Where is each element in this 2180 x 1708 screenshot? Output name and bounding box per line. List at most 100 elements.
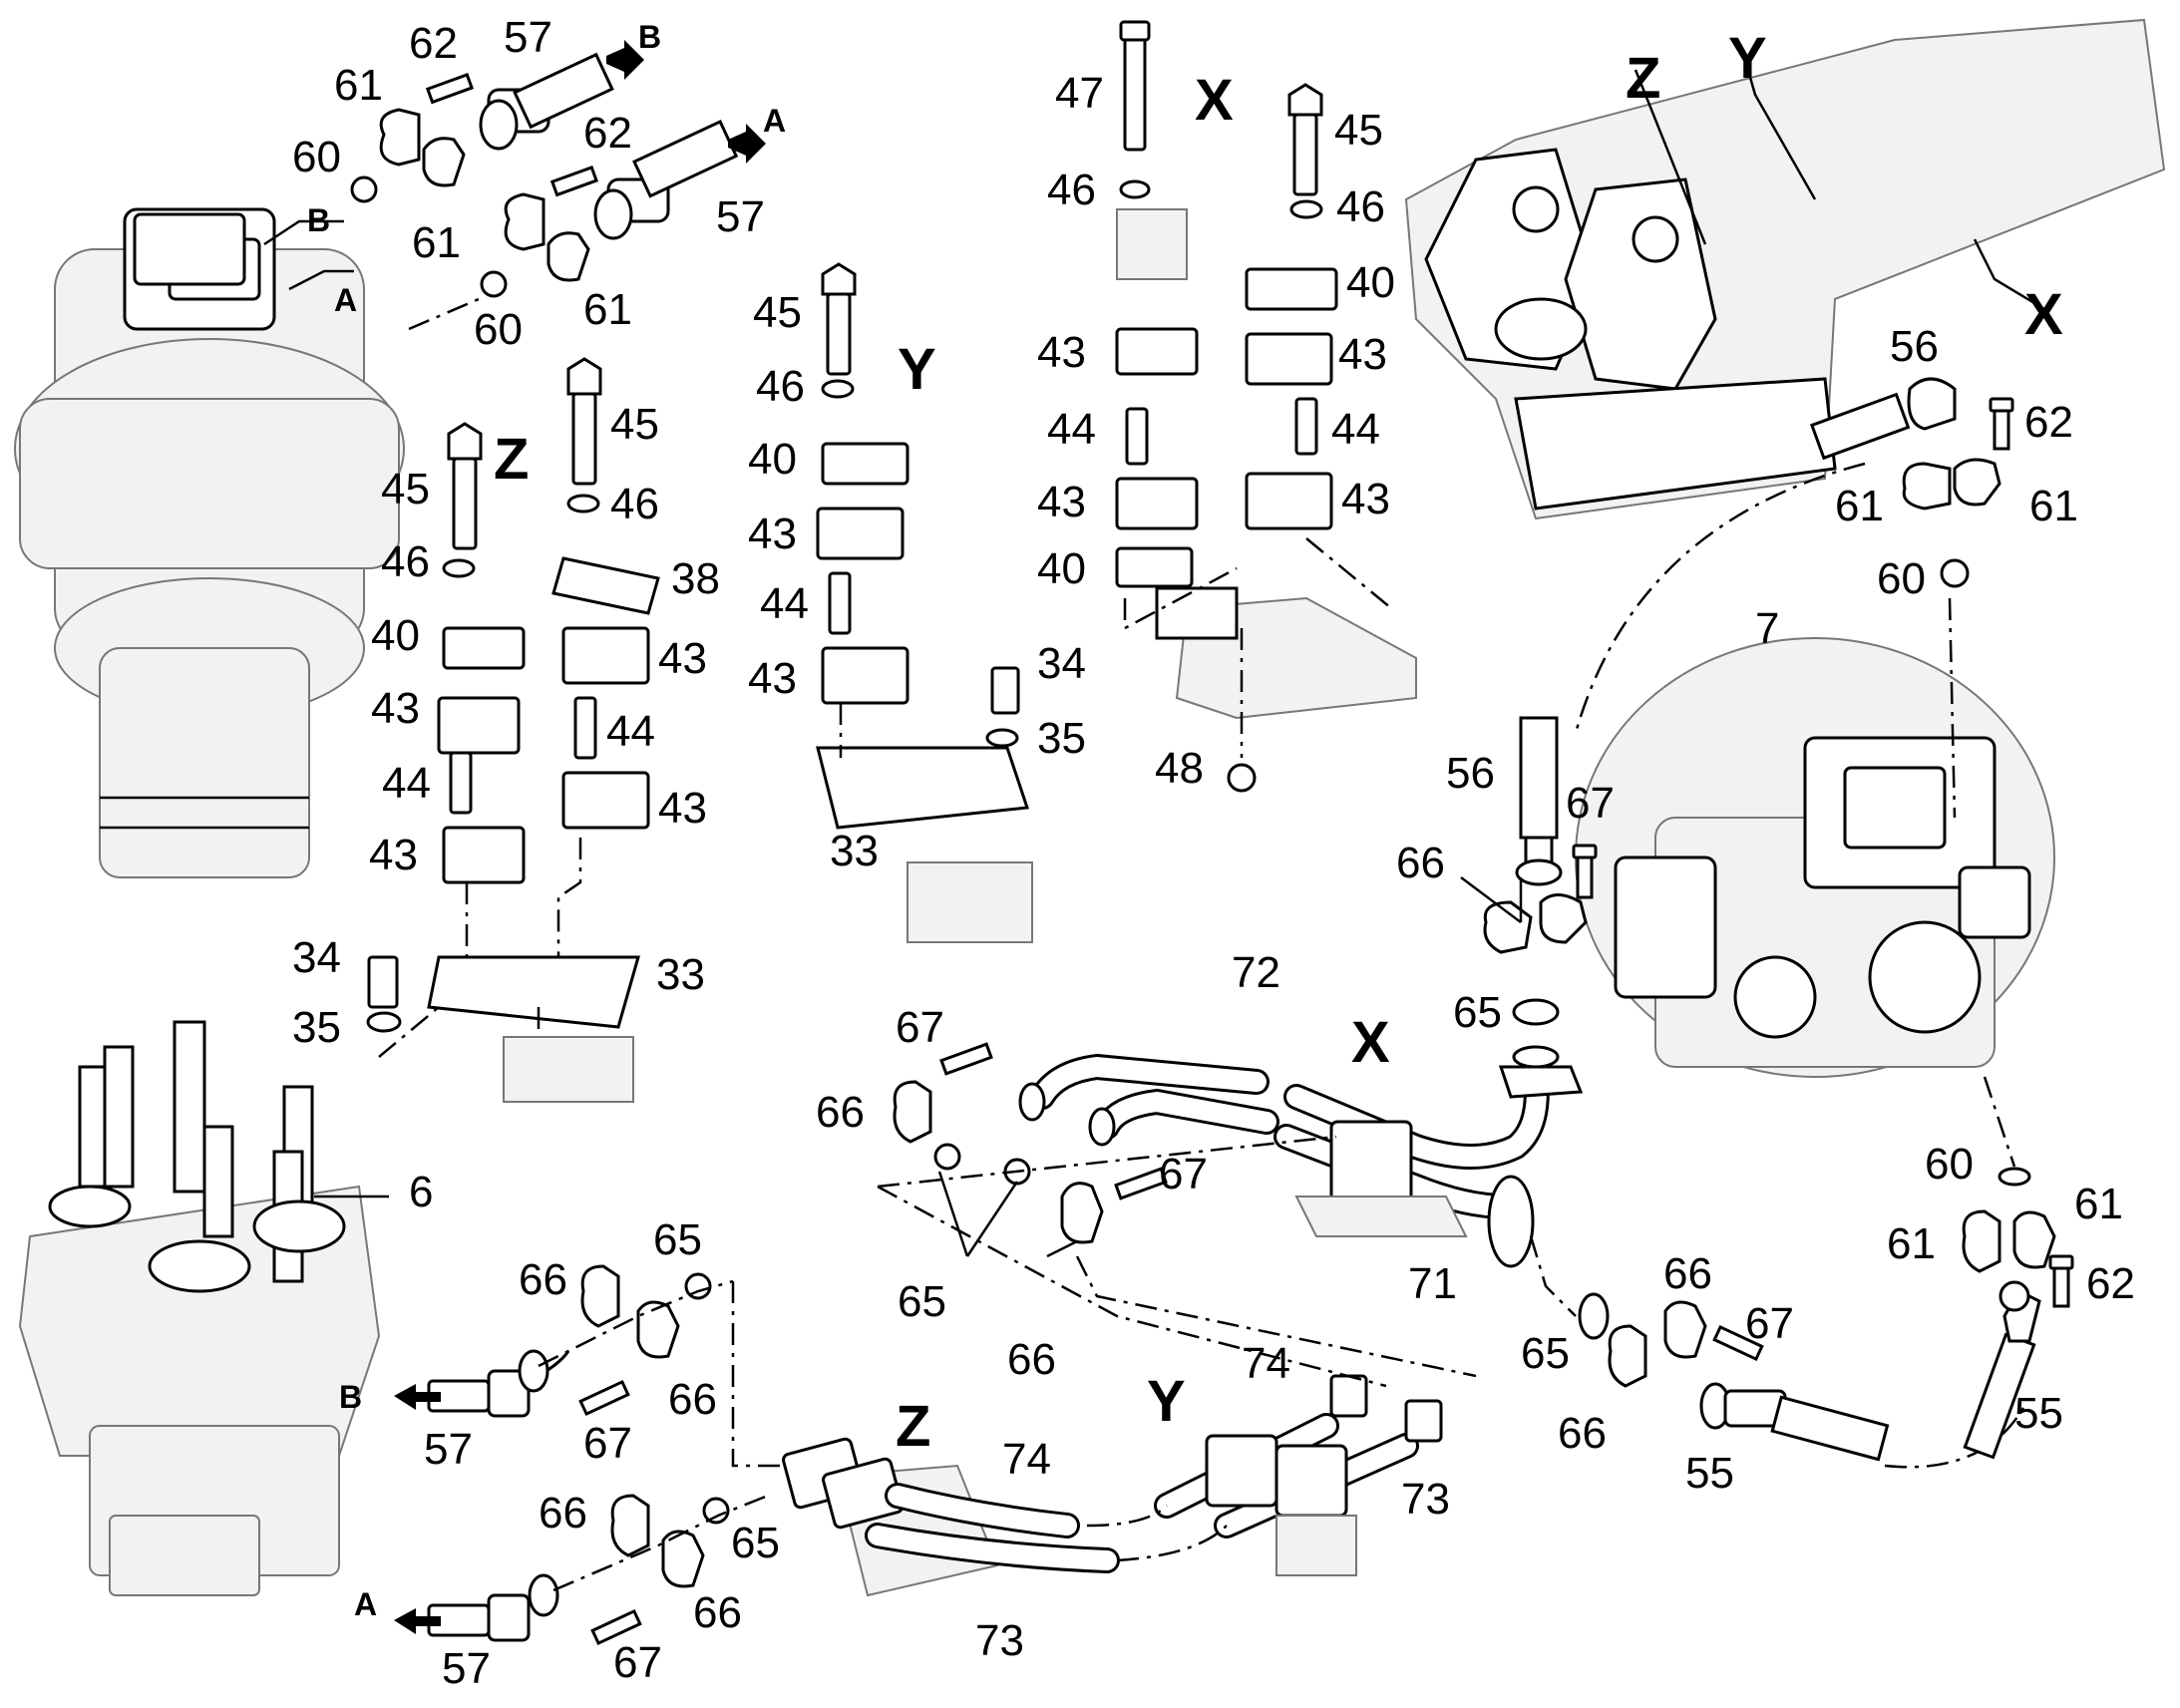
callout-65: 65 xyxy=(1521,1329,1570,1378)
callout-61: 61 xyxy=(583,285,632,334)
callout-57: 57 xyxy=(716,192,765,241)
callout-46: 46 xyxy=(381,537,430,586)
callout-43: 43 xyxy=(748,654,797,703)
callout-66: 66 xyxy=(1663,1249,1712,1298)
callout-65: 65 xyxy=(1453,988,1502,1037)
port-label-b-motor: B xyxy=(307,202,330,238)
callout-66: 66 xyxy=(539,1489,587,1537)
clamp-stack-z xyxy=(366,357,660,1103)
callout-73: 73 xyxy=(975,1616,1024,1665)
callout-44: 44 xyxy=(606,707,655,756)
callout-44: 44 xyxy=(1047,405,1096,454)
pump-illustration xyxy=(1575,637,2055,1078)
callout-71: 71 xyxy=(1408,1259,1457,1308)
callout-65: 65 xyxy=(653,1215,702,1264)
callout-43: 43 xyxy=(1341,475,1390,523)
callout-61: 61 xyxy=(1835,482,1884,530)
callout-67: 67 xyxy=(1566,779,1615,828)
callout-61: 61 xyxy=(334,61,383,110)
callout-67: 67 xyxy=(1159,1150,1208,1198)
arrow-b-bottom-icon xyxy=(394,1384,441,1410)
callout-33: 33 xyxy=(656,950,705,999)
control-valve-illustration xyxy=(18,1020,389,1596)
hose-56-assembly xyxy=(1460,377,2014,1026)
callout-35: 35 xyxy=(1037,714,1086,763)
callout-66: 66 xyxy=(519,1255,567,1304)
callout-43: 43 xyxy=(1037,328,1086,377)
callout-57: 57 xyxy=(442,1644,491,1693)
port-label-b-top: B xyxy=(638,19,661,55)
view-label-x-pipes: X xyxy=(1351,1010,1390,1075)
callout-40: 40 xyxy=(748,435,797,484)
callout-66: 66 xyxy=(1007,1335,1056,1384)
port-label-a-bottom: A xyxy=(354,1586,377,1622)
callout-46: 46 xyxy=(1336,182,1385,231)
callout-7: 7 xyxy=(1755,604,1779,653)
callout-43: 43 xyxy=(1338,330,1387,379)
view-label-y-frame: Y xyxy=(1728,26,1767,91)
callout-57: 57 xyxy=(504,13,552,62)
callout-43: 43 xyxy=(658,784,707,833)
callout-66: 66 xyxy=(693,1588,742,1637)
callout-74: 74 xyxy=(1242,1339,1290,1388)
callout-67: 67 xyxy=(583,1419,632,1468)
callout-45: 45 xyxy=(610,400,659,449)
callout-74: 74 xyxy=(1002,1435,1051,1484)
hose-57-lower-assemblies xyxy=(394,1264,769,1646)
port-label-a-motor: A xyxy=(334,282,357,318)
callout-67: 67 xyxy=(1745,1299,1794,1348)
callout-67: 67 xyxy=(896,1003,944,1052)
callout-60: 60 xyxy=(292,133,341,181)
travel-motor-illustration xyxy=(14,207,405,878)
view-label-z-left: Z xyxy=(494,427,529,492)
callout-55: 55 xyxy=(1685,1449,1734,1498)
view-label-z-bottom: Z xyxy=(896,1394,930,1459)
machine-frame-illustration xyxy=(1404,18,2166,520)
port-label-b-bottom: B xyxy=(339,1379,362,1415)
callout-40: 40 xyxy=(371,611,420,660)
callout-34: 34 xyxy=(1037,639,1086,688)
callout-44: 44 xyxy=(760,579,809,628)
callout-43: 43 xyxy=(369,831,418,879)
callout-56: 56 xyxy=(1890,322,1939,371)
view-label-y-bottom: Y xyxy=(1147,1369,1186,1434)
arrow-a-bottom-icon xyxy=(394,1608,441,1634)
view-label-x-top: X xyxy=(1195,68,1234,133)
callout-66: 66 xyxy=(816,1088,865,1137)
callout-62: 62 xyxy=(583,109,632,158)
arrow-a-top-icon xyxy=(728,124,766,164)
callout-45: 45 xyxy=(381,465,430,513)
callout-46: 46 xyxy=(756,362,805,411)
view-label-x-frame: X xyxy=(2024,282,2063,347)
callout-44: 44 xyxy=(382,759,431,808)
callout-48: 48 xyxy=(1155,744,1204,793)
callout-43: 43 xyxy=(1037,478,1086,526)
pipes-73-74 xyxy=(731,1185,1477,1597)
callout-67: 67 xyxy=(613,1638,662,1687)
callout-34: 34 xyxy=(292,933,341,982)
callout-62: 62 xyxy=(2086,1259,2135,1308)
view-label-y-top: Y xyxy=(898,337,936,402)
clamp-stack-y xyxy=(816,262,1033,943)
callout-61: 61 xyxy=(1887,1219,1936,1268)
callout-65: 65 xyxy=(731,1519,780,1567)
callout-61: 61 xyxy=(2029,482,2078,530)
callout-43: 43 xyxy=(658,634,707,683)
callout-66: 66 xyxy=(668,1375,717,1424)
callout-61: 61 xyxy=(412,218,461,267)
callout-40: 40 xyxy=(1037,544,1086,593)
callout-46: 46 xyxy=(1047,166,1096,214)
callout-40: 40 xyxy=(1346,258,1395,307)
clamp-stack-x xyxy=(1115,20,1417,793)
callout-62: 62 xyxy=(2024,398,2073,447)
callout-72: 72 xyxy=(1232,948,1280,997)
view-label-z-frame: Z xyxy=(1626,46,1660,111)
callout-44: 44 xyxy=(1331,405,1380,454)
callout-66: 66 xyxy=(1558,1409,1607,1458)
callout-60: 60 xyxy=(1925,1140,1974,1189)
callout-43: 43 xyxy=(371,684,420,733)
callout-6: 6 xyxy=(409,1168,433,1216)
callout-61: 61 xyxy=(2074,1180,2123,1228)
hose-assembly-top-left xyxy=(263,40,766,331)
